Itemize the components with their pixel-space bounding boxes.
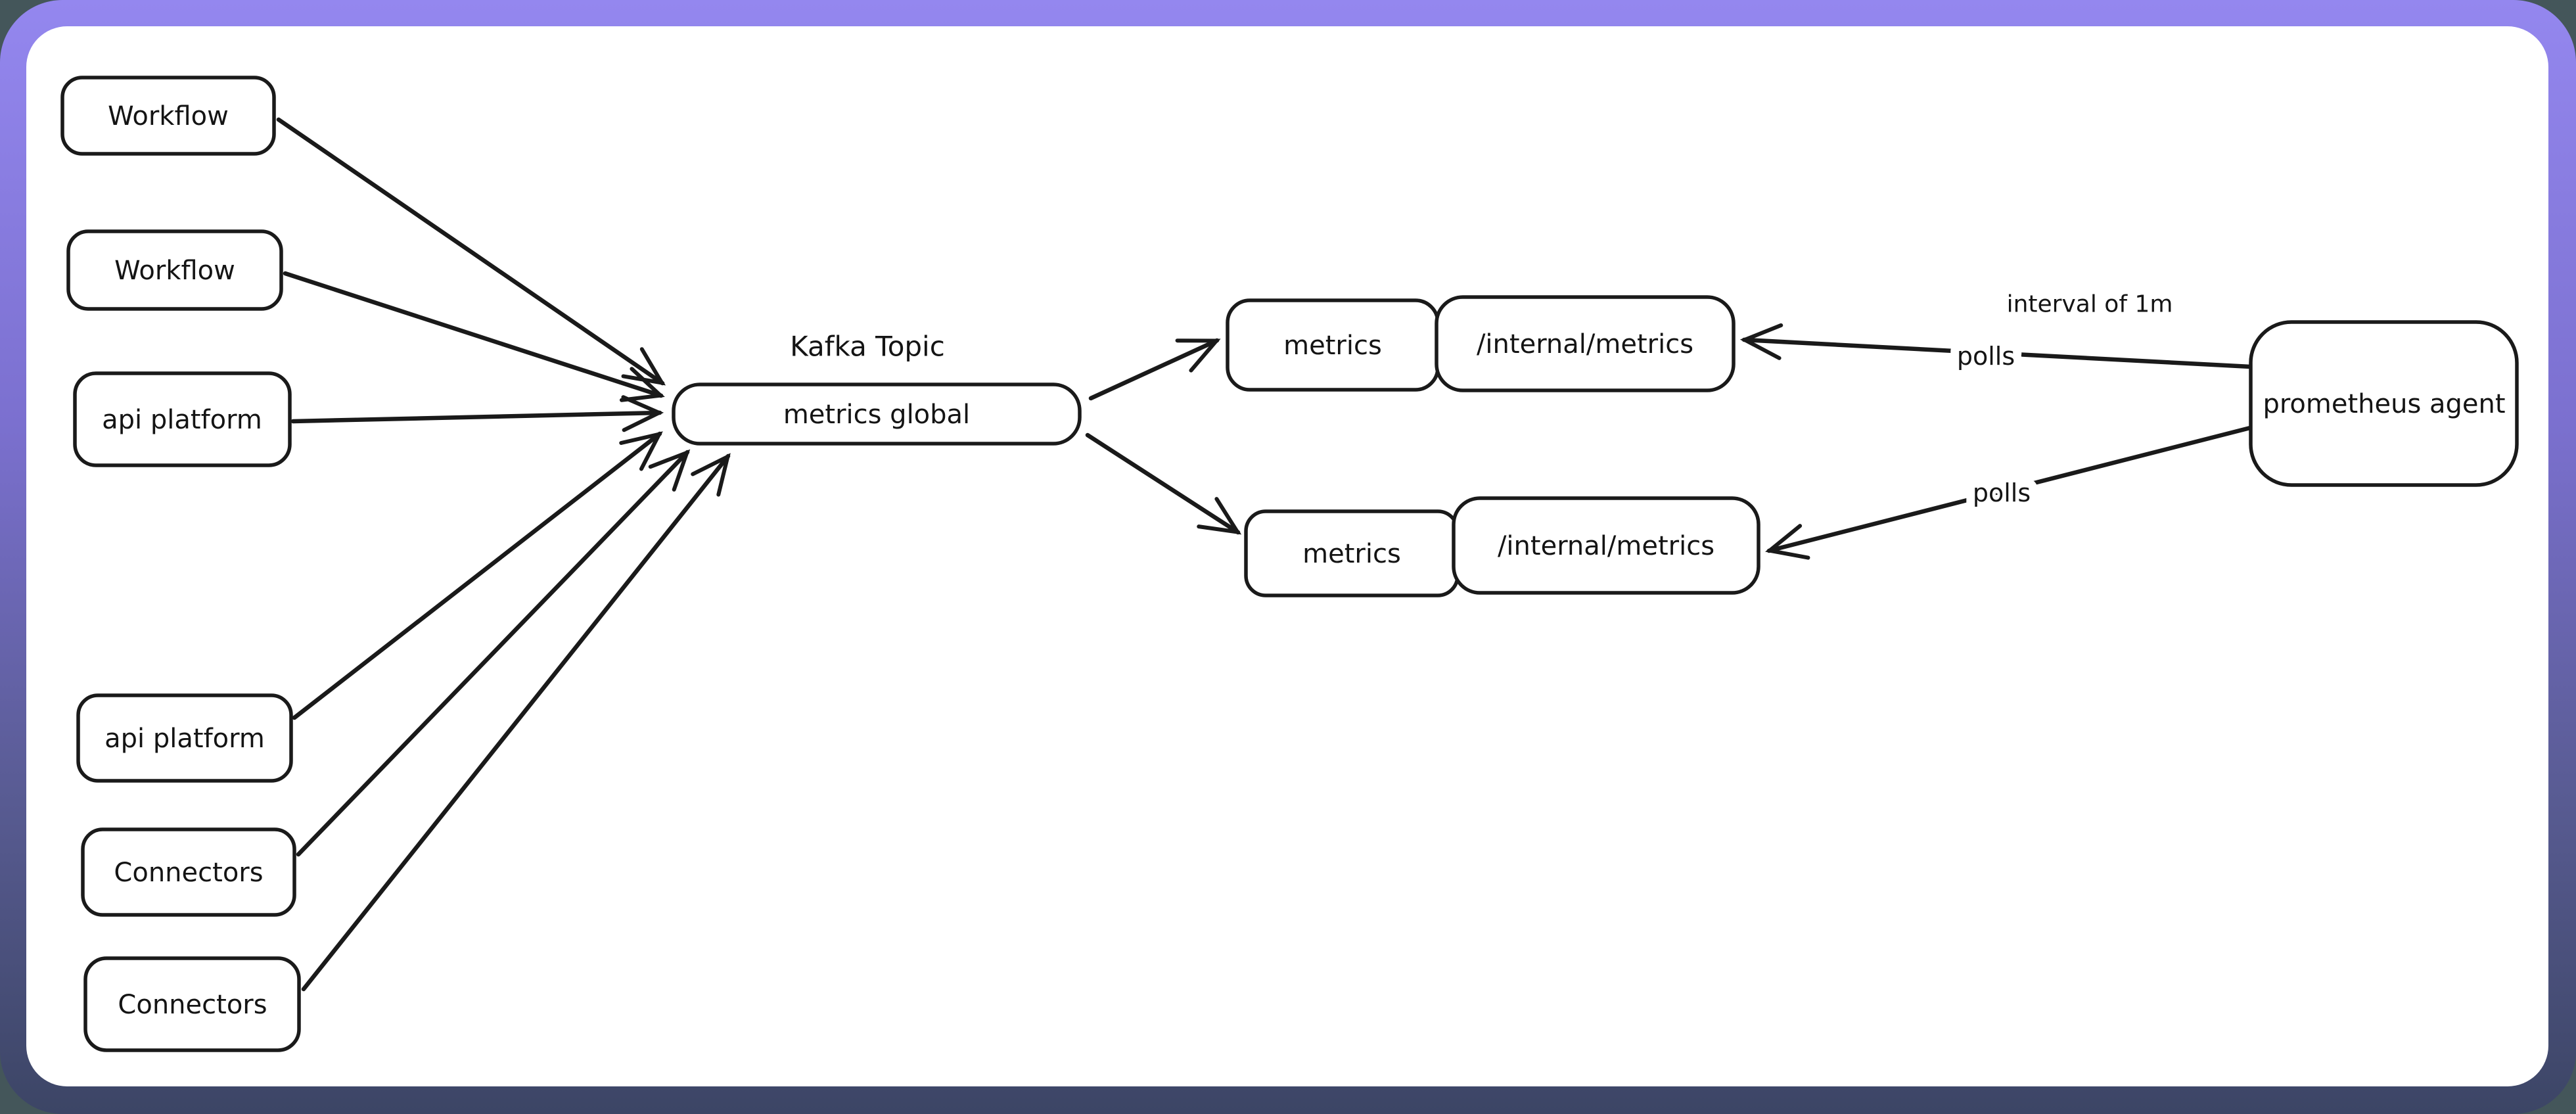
interval-label[interactable]: interval of 1m bbox=[2007, 291, 2173, 318]
edge-workflow-1-to-metrics-global[interactable] bbox=[276, 117, 666, 386]
edge-connectors-2-to-metrics-global[interactable] bbox=[301, 453, 731, 992]
edge-metrics-global-to-metrics-top[interactable] bbox=[1088, 338, 1221, 401]
node-label: metrics bbox=[1302, 539, 1401, 569]
edge-metrics-global-to-metrics-bottom[interactable] bbox=[1085, 432, 1242, 535]
node-label: Connectors bbox=[118, 990, 267, 1020]
node-label: metrics bbox=[1283, 331, 1382, 361]
edge-workflow-2-to-metrics-global[interactable] bbox=[283, 271, 665, 402]
node-label: /internal/metrics bbox=[1477, 329, 1693, 360]
node-connectors-1[interactable]: Connectors bbox=[81, 827, 296, 917]
node-label: api platform bbox=[104, 724, 265, 754]
edge-prometheus-polls-top[interactable] bbox=[1739, 323, 2253, 369]
node-metrics-top[interactable]: metrics bbox=[1226, 298, 1440, 392]
node-api-platform-2[interactable]: api platform bbox=[76, 693, 293, 783]
node-prometheus-agent[interactable]: prometheus agent bbox=[2249, 320, 2519, 487]
node-internal-metrics-bottom[interactable]: /internal/metrics bbox=[1452, 496, 1760, 595]
node-label: api platform bbox=[102, 405, 262, 435]
node-label: prometheus agent bbox=[2263, 389, 2505, 419]
polls-label-top[interactable]: polls bbox=[1948, 333, 2023, 379]
edge-api-platform-2-to-metrics-global[interactable] bbox=[292, 431, 663, 720]
node-workflow-2[interactable]: Workflow bbox=[66, 229, 283, 311]
node-label: /internal/metrics bbox=[1498, 531, 1714, 561]
node-label: Workflow bbox=[114, 256, 235, 286]
edge-api-platform-1-to-metrics-global[interactable] bbox=[290, 395, 664, 432]
node-label: metrics global bbox=[783, 400, 970, 430]
node-label: Workflow bbox=[108, 101, 229, 131]
edge-connectors-1-to-metrics-global[interactable] bbox=[296, 449, 691, 857]
node-connectors-2[interactable]: Connectors bbox=[83, 956, 301, 1052]
kafka-topic-label[interactable]: Kafka Topic bbox=[790, 331, 945, 363]
node-api-platform-1[interactable]: api platform bbox=[73, 371, 292, 467]
polls-label-bottom[interactable]: polls bbox=[1964, 470, 2039, 516]
node-metrics-bottom[interactable]: metrics bbox=[1244, 509, 1460, 597]
node-metrics-global[interactable]: metrics global bbox=[672, 383, 1082, 446]
node-label: Connectors bbox=[114, 858, 263, 888]
node-internal-metrics-top[interactable]: /internal/metrics bbox=[1435, 295, 1736, 392]
edge-prometheus-polls-bottom[interactable] bbox=[1765, 425, 2255, 560]
node-workflow-1[interactable]: Workflow bbox=[60, 76, 276, 156]
